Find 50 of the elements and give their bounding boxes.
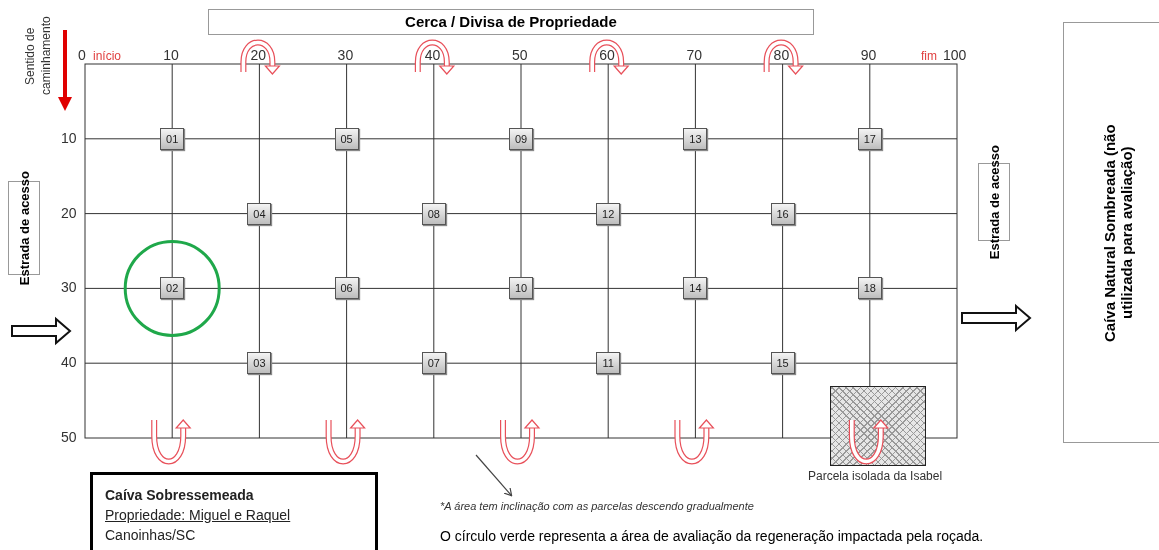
start-label: início (93, 49, 121, 63)
tick-label: 10 (163, 47, 179, 63)
tick-label: 40 (424, 47, 441, 63)
axis-title: Sentido de caminhamento (22, 15, 54, 98)
plot-marker: 08 (421, 202, 446, 225)
plot-marker: 13 (683, 127, 708, 150)
statement-text: O círculo verde representa a área de avaliação da regeneração impactada pela roçada. (440, 528, 984, 544)
area-label: Caíva Natural Sombreada (não utilizada para avaliação) (1101, 122, 1135, 344)
tick-label: 90 (860, 47, 877, 63)
plot-marker: 18 (857, 277, 882, 300)
tick-label: 20 (250, 47, 266, 63)
plot-marker: 04 (247, 202, 272, 225)
end-label: fim (921, 49, 937, 63)
plot-marker: 12 (596, 202, 621, 225)
tick-label: 10 (61, 129, 77, 146)
plot-marker: 07 (421, 352, 446, 375)
tick-label: 0 (78, 47, 86, 63)
plot-marker: 11 (596, 352, 621, 375)
plot-marker: 10 (509, 277, 533, 300)
card-heading: Caíva Sobressemeada (105, 486, 254, 505)
tick-label: 50 (512, 47, 528, 63)
tick-label: 50 (61, 429, 77, 445)
tick-label: 30 (337, 47, 354, 63)
info-card (90, 472, 378, 550)
tick-label: 70 (686, 47, 702, 63)
plot-marker: 02 (160, 277, 185, 300)
road-label: Estrada de acesso (986, 144, 1002, 260)
tick-label: 80 (773, 47, 790, 63)
plot-marker: 03 (247, 352, 272, 375)
fence-banner: Cerca / Divisa de Propriedade (208, 9, 814, 35)
plot-marker: 06 (334, 277, 359, 300)
tick-label: 100 (943, 47, 967, 63)
plot-marker: 15 (770, 352, 795, 375)
card-text: Propriedade: Miguel e Raquel (105, 506, 291, 525)
plot-caption: Parcela isolada da Isabel (808, 469, 943, 483)
tick-label: 60 (599, 47, 615, 63)
area-box (1063, 22, 1159, 443)
plot-marker: 14 (683, 277, 708, 300)
hatched-plot-area (830, 386, 926, 466)
note-text: *A área tem inclinação com as parcelas descendo gradualmente (440, 500, 754, 512)
plot-marker: 17 (857, 127, 882, 150)
tick-label: 20 (61, 204, 77, 221)
plot-marker: 16 (770, 202, 795, 225)
plot-marker: 01 (160, 127, 185, 150)
card-text: Canoinhas/SC (105, 526, 196, 545)
tick-label: 40 (61, 354, 77, 371)
plot-marker: 05 (334, 127, 359, 150)
plot-marker: 09 (509, 127, 533, 150)
road-label: Estrada de acesso (16, 170, 32, 286)
tick-label: 30 (61, 279, 77, 296)
